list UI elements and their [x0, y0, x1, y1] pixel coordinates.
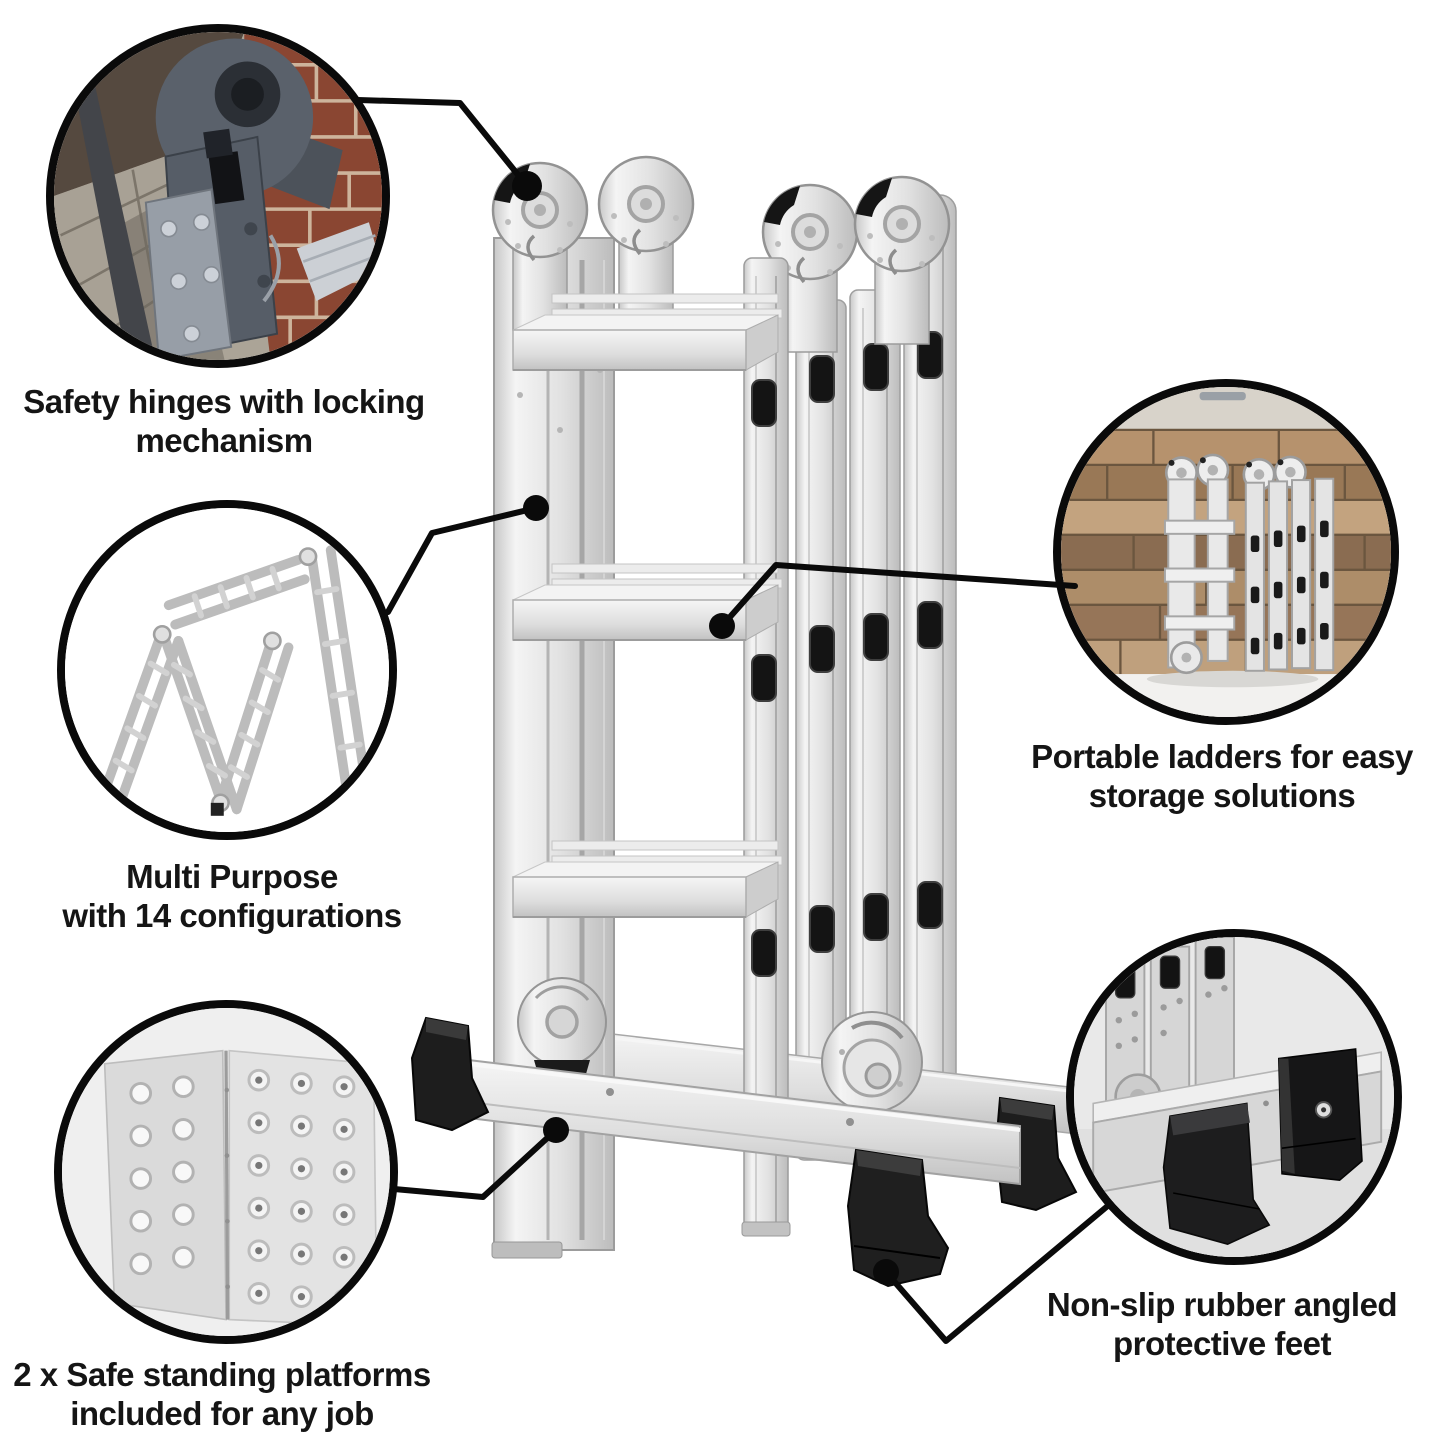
folded-ladder-photo [1061, 387, 1391, 717]
platform-photo [62, 1008, 390, 1336]
feature-caption-safety-hinges: Safety hinges with locking mechanism [23, 383, 425, 461]
caption-line-2: mechanism [135, 421, 313, 459]
step-3 [512, 840, 783, 918]
caption-line-2: protective feet [1112, 1324, 1332, 1362]
bottom-hinge-right [821, 1011, 923, 1113]
feature-caption-standing-platforms: 2 x Safe standing platforms included for… [13, 1356, 431, 1434]
feature-caption-multi-purpose: Multi Purpose with 14 configurations [62, 858, 402, 936]
caption-line-2: storage solutions [1088, 776, 1356, 814]
feature-caption-portable-storage: Portable ladders for easy storage soluti… [1031, 738, 1413, 816]
callout-safety-hinges [46, 24, 390, 368]
step-1 [512, 293, 783, 371]
callout-standing-platforms [54, 1000, 398, 1344]
caption-line-1: Non-slip rubber angled [1046, 1286, 1398, 1323]
caption-line-1: Portable ladders for easy [1031, 738, 1413, 775]
rubber-foot-front [1162, 1102, 1271, 1246]
caption-line-2: with 14 configurations [62, 896, 402, 934]
mini-folded-ladder [1163, 453, 1335, 675]
rubber-foot-rear [1277, 1048, 1363, 1182]
feature-caption-protective-feet: Non-slip rubber angled protective feet [1046, 1286, 1398, 1364]
top-hinges-rear [761, 175, 951, 354]
caption-line-1: 2 x Safe standing platforms [13, 1356, 431, 1393]
configurations-photo [65, 508, 389, 832]
safety-hinge-photo [54, 32, 382, 360]
caption-line-1: Multi Purpose [126, 858, 338, 895]
caption-line-1: Safety hinges with locking [23, 383, 425, 420]
callout-portable-storage [1053, 379, 1399, 725]
rubber-foot-front-left [410, 1016, 490, 1132]
callout-multi-purpose [57, 500, 397, 840]
front-right-rail [741, 257, 791, 1237]
rubber-feet-photo [1074, 937, 1394, 1257]
callout-protective-feet [1066, 929, 1402, 1265]
caption-line-2: included for any job [70, 1394, 374, 1432]
